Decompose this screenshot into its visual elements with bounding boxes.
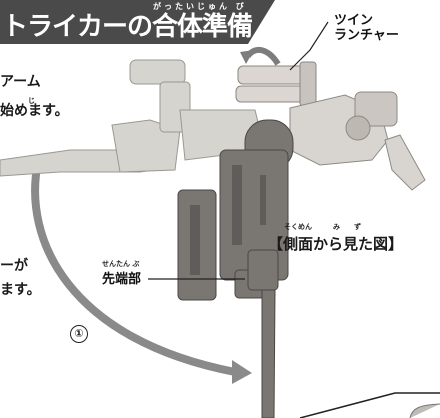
twin-launcher-label-line-2: ランチャー xyxy=(334,28,399,43)
leg-details xyxy=(190,165,266,275)
instruction-line-3: ーが xyxy=(0,258,28,274)
rotation-arrow-head xyxy=(232,360,252,384)
step-number: ① xyxy=(70,325,88,343)
launcher-leader-line xyxy=(289,21,329,71)
twin-launcher xyxy=(235,61,317,107)
side-view-ruby: そくめん み ず xyxy=(284,223,361,231)
side-view-label: 【側面から見た図】 xyxy=(268,235,404,253)
body-rear xyxy=(289,91,426,191)
banner-background xyxy=(0,0,275,44)
banner-title: トライカーの合体準備 xyxy=(2,12,253,42)
instruction-line-2: 始めます。 xyxy=(0,103,69,119)
inset-panel-edge xyxy=(299,392,440,418)
tip-ruby: せんたん ぶ xyxy=(102,260,140,268)
wing-arm xyxy=(0,59,266,177)
tip-label: 先端部 xyxy=(102,272,142,287)
instruction-line-1: アーム xyxy=(0,74,41,90)
rotation-arrow xyxy=(31,158,239,376)
banner-ruby: がったいじゅん び xyxy=(153,2,247,11)
twin-launcher-label-line-1: ツイン xyxy=(334,13,374,28)
section-banner: がったいじゅん び トライカーの合体準備 xyxy=(0,0,275,44)
instruction-line-4: ます。 xyxy=(0,282,41,298)
instruction-ruby: じ xyxy=(28,97,35,105)
